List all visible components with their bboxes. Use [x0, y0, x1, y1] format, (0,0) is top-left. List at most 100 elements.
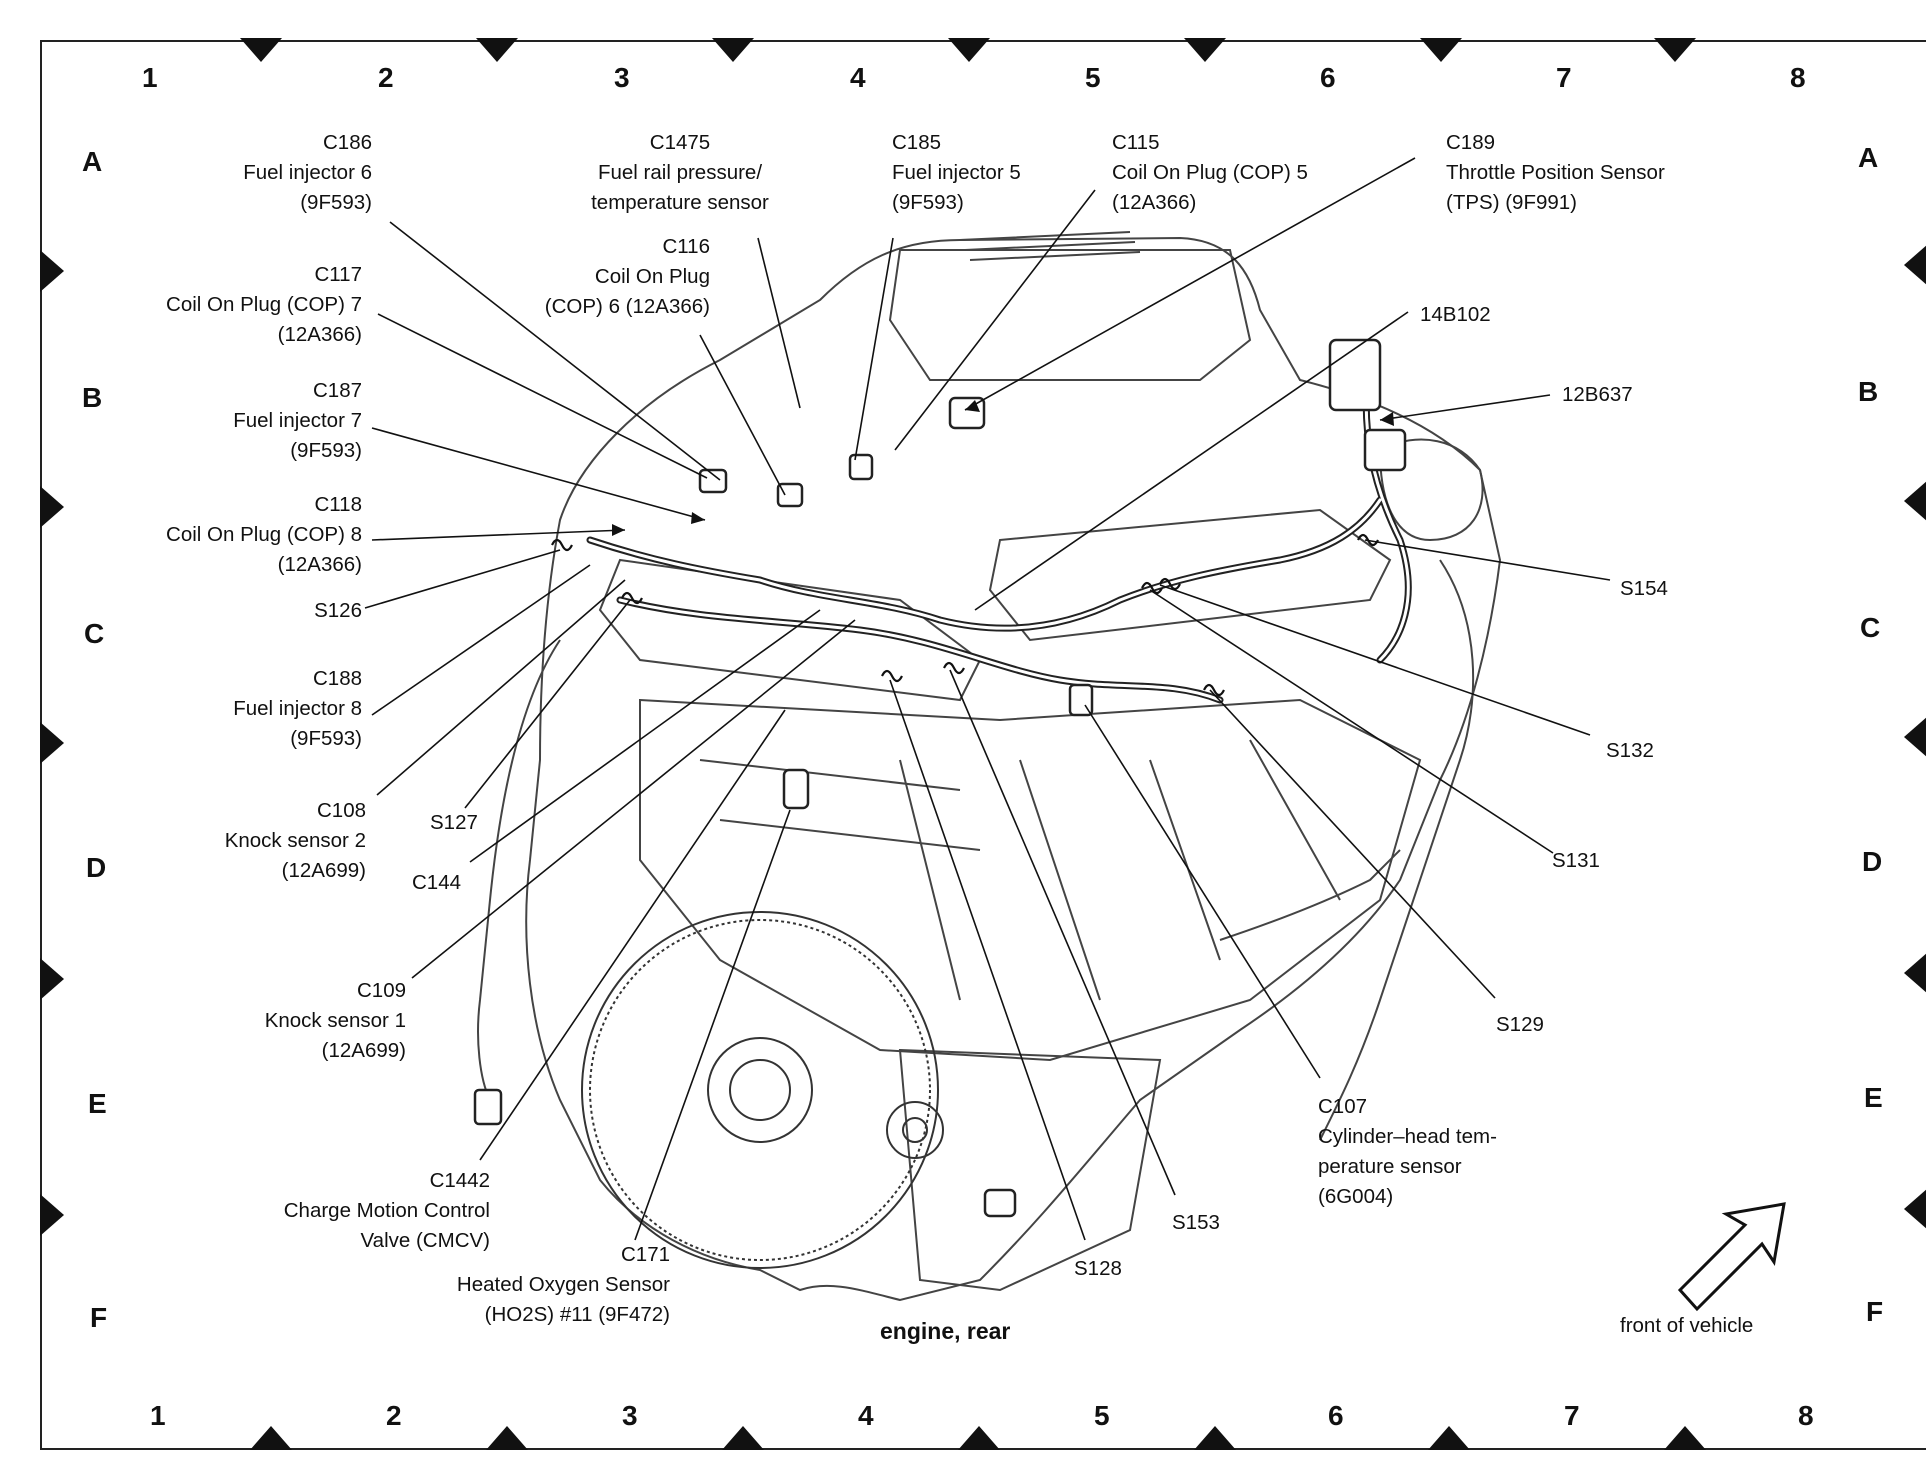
label-s128: S128 — [1074, 1257, 1122, 1280]
leader-c118 — [371, 529, 626, 541]
leader-c1442 — [479, 709, 786, 1161]
leader-c171 — [634, 809, 791, 1241]
wiring-harness — [586, 356, 1412, 704]
engine-illustration — [477, 231, 1502, 1302]
intake-ribs — [959, 231, 1141, 261]
grid-col-bottom-1: 1 — [150, 1400, 166, 1431]
leader-c144 — [469, 609, 821, 863]
splice-s153 — [943, 661, 965, 675]
grid-marker-left — [40, 958, 64, 1000]
leader-c107 — [1084, 704, 1321, 1079]
splice-s154 — [1357, 533, 1379, 547]
leader-c188 — [371, 564, 591, 716]
label-s132: S132 — [1606, 739, 1654, 762]
grid-marker-right — [1904, 245, 1926, 285]
leader-14b102 — [974, 311, 1409, 611]
grid-marker-left — [40, 1194, 64, 1236]
grid-marker-right — [1904, 717, 1926, 757]
grid-row-left-f: F — [90, 1302, 108, 1333]
grid-markers — [40, 38, 1926, 1450]
diagram-title: engine, rear — [880, 1318, 1011, 1344]
intake-manifold — [888, 249, 1252, 381]
grid-marker-left — [40, 250, 64, 292]
leader-12b637 — [1379, 394, 1551, 421]
splice-s131 — [1141, 581, 1163, 595]
grid-marker-left — [40, 486, 64, 528]
grid-marker-bottom — [722, 1426, 764, 1450]
front-of-vehicle-label: front of vehicle — [1620, 1314, 1754, 1337]
engine-block — [639, 698, 1422, 1062]
leader-c1475 — [757, 237, 801, 409]
grid-row-right-e: E — [1864, 1082, 1883, 1113]
grid-col-bottom-5: 5 — [1094, 1400, 1110, 1431]
valve-cover-left — [598, 558, 982, 702]
grid-marker-top — [1420, 38, 1462, 62]
block-detail — [699, 739, 1341, 1001]
leader-s127 — [464, 599, 631, 809]
grid-col-top-6: 6 — [1320, 62, 1336, 93]
leader-c117 — [377, 313, 708, 479]
wiring-harness-core — [588, 358, 1410, 702]
leader-s154 — [1364, 539, 1611, 581]
grid-col-bottom-6: 6 — [1328, 1400, 1344, 1431]
grid-marker-bottom — [958, 1426, 1000, 1450]
grid-row-left-e: E — [88, 1088, 107, 1119]
grid-row-left-a: A — [82, 146, 103, 177]
grid-col-top-4: 4 — [850, 62, 866, 93]
grid-row-right-c: C — [1860, 612, 1881, 643]
arrow-c187 — [691, 512, 705, 524]
grid-col-bottom-3: 3 — [622, 1400, 638, 1431]
leader-c187 — [371, 427, 706, 521]
splice-s128 — [881, 669, 903, 683]
grid-marker-bottom — [250, 1426, 292, 1450]
grid-marker-bottom — [1194, 1426, 1236, 1450]
grid-marker-top — [476, 38, 518, 62]
leader-s153 — [949, 669, 1176, 1196]
splice-markers — [551, 533, 1379, 697]
leader-s129 — [1209, 689, 1496, 999]
grid-col-bottom-7: 7 — [1564, 1400, 1580, 1431]
splice-s132 — [1159, 577, 1181, 591]
grid-marker-right — [1904, 481, 1926, 521]
grid-row-right-b: B — [1858, 376, 1879, 407]
grid-col-top-1: 1 — [142, 62, 158, 93]
leader-c189 — [964, 157, 1416, 411]
leader-lines — [364, 157, 1611, 1241]
grid-marker-left — [40, 722, 64, 764]
label-12b637: 12B637 — [1562, 383, 1633, 406]
grid-col-top-5: 5 — [1085, 62, 1101, 93]
arrow-c189 — [965, 400, 980, 412]
grid-col-top-2: 2 — [378, 62, 394, 93]
harness-loop-right — [1319, 559, 1475, 1141]
grid-marker-top — [1184, 38, 1226, 62]
leader-c115 — [894, 189, 1096, 451]
grid-marker-bottom — [486, 1426, 528, 1450]
grid-row-left-d: D — [86, 852, 107, 883]
grid-marker-top — [712, 38, 754, 62]
leader-s128 — [889, 679, 1086, 1241]
grid-row-right-d: D — [1862, 846, 1883, 877]
front-of-vehicle-arrow — [1677, 1202, 1786, 1312]
label-14b102: 14B102 — [1420, 303, 1491, 326]
grid-row-left-c: C — [84, 618, 105, 649]
grid-marker-bottom — [1428, 1426, 1470, 1450]
flywheel — [581, 911, 944, 1269]
grid-col-bottom-4: 4 — [858, 1400, 874, 1431]
grid-marker-right — [1904, 1189, 1926, 1229]
leader-c109 — [411, 619, 856, 979]
label-s126: S126 — [314, 599, 362, 622]
grid-col-bottom-2: 2 — [386, 1400, 402, 1431]
label-s154: S154 — [1620, 577, 1668, 600]
leader-arrows — [612, 400, 1394, 536]
splice-s126 — [551, 538, 573, 552]
